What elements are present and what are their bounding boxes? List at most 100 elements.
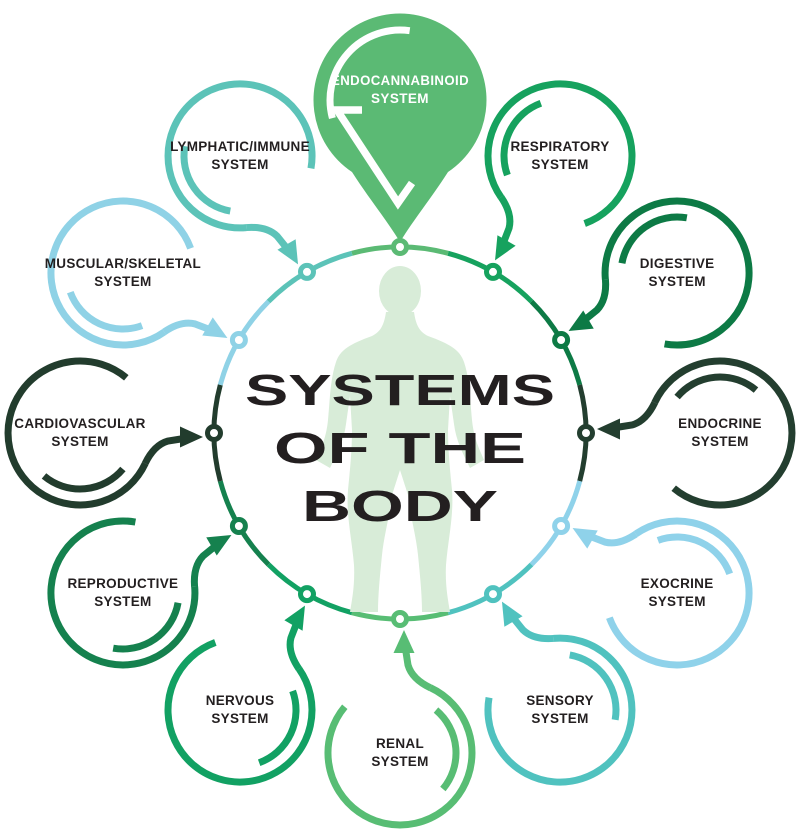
system-label-line-1: REPRODUCTIVE: [67, 576, 178, 591]
swirl-outer-arc: [47, 197, 194, 349]
system-label-line-2: SYSTEM: [94, 594, 151, 609]
swirl-inner-arc: [66, 290, 144, 333]
arrow-head-icon: [180, 426, 203, 448]
swirl-inner-arc: [433, 707, 460, 792]
system-label-line-1: MUSCULAR/SKELETAL: [45, 256, 201, 271]
system-label-exocrine-system: EXOCRINE SYSTEM: [641, 576, 714, 609]
arrow-head-icon: [284, 605, 305, 631]
system-label-line-2: SYSTEM: [531, 711, 588, 726]
system-swirl-digestive-system: [568, 197, 753, 349]
system-label-line-1: DIGESTIVE: [640, 256, 715, 271]
swirl-inner-arc: [257, 689, 300, 767]
arrow-shaft: [615, 401, 658, 431]
swirl-inner-arc: [674, 373, 759, 400]
system-label-line-2: SYSTEM: [371, 754, 428, 769]
ring-node-sensory-system: [484, 585, 502, 604]
arrow-head-icon: [568, 310, 594, 332]
system-label-line-1: EXOCRINE: [641, 576, 714, 591]
human-silhouette-graphic: [316, 266, 484, 612]
swirl-outer-arc: [601, 197, 753, 349]
ring-node-digestive-system: [552, 331, 571, 349]
system-swirl-endocrine-system: [597, 357, 796, 509]
swirl-outer-arc: [47, 517, 199, 669]
system-labels: RESPIRATORY SYSTEM DIGESTIVE SYSTEM ENDOCRIN…: [14, 139, 762, 769]
ring-node-lymphatic-immune-system: [298, 262, 316, 281]
arrow-head-icon: [597, 418, 620, 440]
arrow-shaft: [190, 543, 218, 587]
arrow-shaft: [286, 621, 302, 671]
swirl-inner-arc: [500, 99, 543, 177]
system-label-line-1: ENDOCRINE: [678, 416, 762, 431]
system-label-line-2: SYSTEM: [94, 274, 151, 289]
arrow-shaft: [246, 223, 290, 251]
system-label-renal-system: RENAL SYSTEM: [371, 736, 428, 769]
ring-node-endocannabinoid-system: [391, 238, 409, 256]
map-pin-shape: [313, 13, 487, 242]
swirl-inner-arc: [112, 602, 182, 653]
silhouette-body: [316, 312, 484, 612]
system-label-line-1: LYMPHATIC/IMMUNE: [170, 139, 310, 154]
system-swirl-nervous-system: [164, 605, 316, 786]
ring-node-muscular-skeletal-system: [229, 331, 248, 349]
swirl-outer-arc: [651, 357, 796, 509]
system-label-line-2: SYSTEM: [691, 434, 748, 449]
system-swirl-sensory-system: [484, 601, 636, 786]
title-line-1: SYSTEMS: [245, 366, 555, 415]
system-swirl-renal-system: [324, 630, 476, 829]
swirl-outer-arc: [606, 517, 753, 669]
system-swirl-lymphatic-immune-system: [164, 80, 316, 265]
pin-label-line-1: ENDOCANNABINOID: [331, 73, 469, 88]
system-label-nervous-system: NERVOUS SYSTEM: [206, 693, 275, 726]
pin-check-mark: [330, 106, 416, 210]
system-swirl-cardiovascular-system: [4, 357, 203, 509]
system-label-line-1: NERVOUS: [206, 693, 275, 708]
system-swirl-reproductive-system: [47, 517, 232, 669]
ring-node-endocrine-system: [577, 424, 595, 442]
system-label-line-2: SYSTEM: [648, 594, 705, 609]
arrow-shaft: [142, 435, 185, 465]
system-label-line-1: RESPIRATORY: [510, 139, 609, 154]
swirl-inner-arc: [41, 466, 126, 493]
swirl-outer-arc: [164, 639, 316, 786]
ring-node-renal-system: [391, 610, 409, 628]
arrow-head-icon: [277, 239, 299, 265]
ring-node-cardiovascular-system: [205, 424, 223, 442]
swirl-outer-arc: [4, 357, 149, 509]
system-label-line-2: SYSTEM: [211, 711, 268, 726]
pin-highlight-arc: [326, 26, 411, 120]
system-swirl-muscular-skeletal-system: [47, 197, 228, 349]
swirl-inner-arc: [180, 145, 231, 215]
system-swirl-respiratory-system: [484, 80, 636, 261]
arrow-shaft: [162, 319, 212, 335]
system-label-respiratory-system: RESPIRATORY SYSTEM: [510, 139, 609, 172]
pin-label-line-2: SYSTEM: [371, 91, 429, 106]
title-line-3: BODY: [302, 482, 498, 531]
system-label-line-1: RENAL: [376, 736, 424, 751]
arrow-shaft: [582, 279, 610, 323]
system-swirl-arrows: [4, 80, 796, 829]
arrow-head-icon: [393, 630, 415, 653]
arrow-shaft: [402, 648, 432, 691]
endocannabinoid-pin: ENDOCANNABINOID SYSTEM: [313, 13, 487, 242]
center-title: SYSTEMS OF THE BODY: [245, 366, 555, 531]
system-label-lymphatic-immune-system: LYMPHATIC/IMMUNE SYSTEM: [170, 139, 310, 172]
swirl-outer-arc: [164, 80, 316, 232]
system-label-line-1: CARDIOVASCULAR: [14, 416, 145, 431]
arrow-head-icon: [501, 601, 523, 627]
system-label-line-2: SYSTEM: [531, 157, 588, 172]
ring-node-exocrine-system: [552, 517, 571, 535]
swirl-inner-arc: [656, 533, 734, 576]
swirl-inner-arc: [569, 651, 620, 721]
system-label-reproductive-system: REPRODUCTIVE SYSTEM: [67, 576, 178, 609]
arrow-head-icon: [206, 534, 232, 556]
ring-nodes: [205, 238, 595, 628]
ring-node-nervous-system: [298, 585, 316, 604]
title-line-2: OF THE: [274, 424, 526, 473]
ring-node-respiratory-system: [484, 262, 502, 281]
swirl-outer-arc: [324, 684, 476, 829]
system-label-line-2: SYSTEM: [211, 157, 268, 172]
ring-node-reproductive-system: [229, 517, 248, 535]
